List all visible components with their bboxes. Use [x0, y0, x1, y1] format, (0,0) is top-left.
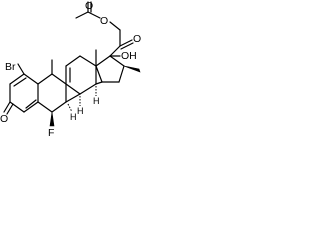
ring-d-bond-5 — [95, 55, 111, 67]
ring-c-bond-1 — [79, 55, 97, 67]
bromine-label: Br — [5, 61, 16, 73]
ring-b-bond-2 — [37, 73, 53, 85]
acetyl-oxygen-label: O — [85, 0, 93, 12]
ring-d-bond-1 — [109, 55, 125, 67]
ring-a-bond-5 — [23, 101, 39, 113]
hydroxyl-label: OH — [121, 50, 137, 62]
c14-c15-bond — [95, 81, 103, 85]
ester-bond-2 — [109, 21, 121, 31]
ring-a-double-bond-2 — [25, 99, 37, 109]
c3-ketone-bond-double — [6, 103, 14, 115]
ring-d — [95, 49, 141, 83]
ester-bond-1 — [87, 11, 101, 19]
acetyl-methyl-bond — [75, 11, 89, 19]
ring-b-bond-4 — [37, 101, 53, 113]
chain-ketone-oxygen-label: O — [133, 33, 141, 45]
ring-b-bond-1 — [51, 73, 67, 85]
chain-ketone-bond-double — [120, 42, 134, 50]
c2-br-bond — [17, 63, 25, 75]
stereo-hydrogens — [67, 86, 97, 113]
ester-oxygen-label: O — [100, 15, 108, 27]
c6-fluoro-wedge — [49, 111, 55, 127]
ring-a-bond-1 — [23, 73, 39, 85]
ring-b-bond-5 — [51, 101, 67, 113]
fluorine-label: F — [48, 127, 54, 139]
ring-c-bond-4 — [65, 83, 81, 95]
atom-labels: Br O F OH O O O H H H — [0, 0, 141, 139]
ring-c — [65, 55, 103, 95]
ring-d-bond-4 — [95, 65, 103, 83]
h8-label: H — [77, 106, 84, 116]
ring-a-bond-2 — [9, 73, 25, 85]
acetate-group — [75, 1, 134, 57]
c16-methyl-wedge — [123, 65, 141, 73]
h14-label: H — [93, 96, 100, 106]
c20-c17-bond — [109, 45, 121, 57]
ring-d-bond-2 — [118, 65, 125, 83]
chain-ketone-bond — [119, 39, 133, 47]
ring-a-bond-4 — [9, 101, 25, 113]
c3-ketone-bond — [3, 101, 11, 113]
chemical-structure-canvas: Br O F OH O O O H H H — [0, 0, 167, 173]
ring-a — [3, 63, 39, 115]
ring-a-double-bond-1 — [13, 77, 27, 87]
h9-hash — [67, 103, 73, 113]
ring-b — [37, 59, 81, 127]
molecule-drawing: Br O F OH O O O H H H — [0, 0, 141, 139]
h9-label: H — [70, 112, 77, 122]
c8-c14-bond — [65, 93, 81, 103]
ring-ketone-oxygen-label: O — [0, 113, 8, 125]
ring-c-bond-2 — [65, 55, 81, 67]
ring-c-bond-5 — [79, 83, 97, 95]
